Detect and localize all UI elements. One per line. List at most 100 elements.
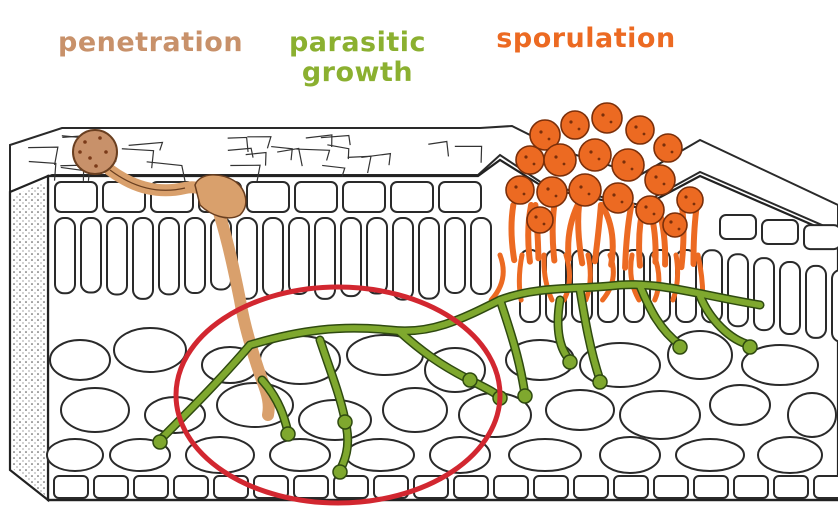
spongy-cell — [758, 437, 822, 473]
lower-epidermis-cell — [54, 476, 88, 498]
haustorium — [743, 340, 757, 354]
sporangium-dot — [643, 133, 646, 136]
sporangium-dot — [569, 120, 572, 123]
lower-epidermis-cell — [454, 476, 488, 498]
sporangium-dot — [563, 163, 566, 166]
sporangium — [636, 196, 664, 224]
lower-epidermis-cell — [774, 476, 808, 498]
palisade-cell — [341, 218, 361, 296]
palisade-cell — [159, 218, 179, 294]
palisade-cell — [393, 218, 413, 300]
sporangium — [537, 177, 567, 207]
sporangium-dot — [578, 128, 581, 131]
label-sporulation: sporulation — [495, 24, 677, 54]
spongy-cell — [600, 437, 660, 473]
sporangium-dot — [523, 193, 526, 196]
lower-epidermis-cell — [94, 476, 128, 498]
lower-epidermis-cell — [814, 476, 838, 498]
palisade-cell — [107, 218, 127, 294]
palisade-cell — [471, 218, 491, 294]
sporangium-dot — [693, 203, 696, 206]
lower-epidermis-cell — [694, 476, 728, 498]
lower-epidermis-cell — [294, 476, 328, 498]
lower-epidermis-cell — [534, 476, 568, 498]
epidermis-cell — [804, 225, 838, 249]
palisade-cell — [832, 270, 838, 342]
haustorium — [563, 355, 577, 369]
palisade-cell — [185, 218, 205, 293]
sporangium — [527, 207, 553, 233]
spongy-cell — [61, 388, 129, 432]
haustorium — [281, 427, 295, 441]
sporangium-dot — [634, 125, 637, 128]
sporangium — [579, 139, 611, 171]
lower-epidermis-cell — [654, 476, 688, 498]
sporangium-dot — [684, 195, 687, 198]
spongy-cell — [383, 388, 447, 432]
palisade-cell — [367, 218, 387, 294]
sporangium-dot — [671, 151, 674, 154]
epidermis-cell — [762, 220, 798, 244]
sporangium — [612, 149, 644, 181]
palisade-cell — [81, 218, 101, 293]
lower-epidermis-cell — [574, 476, 608, 498]
spore-dot — [78, 150, 82, 154]
spore-dot — [104, 150, 108, 154]
sporangium-dot — [589, 150, 592, 153]
sporangium-dot — [631, 168, 634, 171]
haustorium — [673, 340, 687, 354]
palisade-cell — [780, 262, 800, 334]
palisade-cell — [133, 218, 153, 299]
label-parasitic-line2: growth — [285, 58, 430, 88]
spongy-cell — [47, 439, 103, 471]
spongy-cell — [50, 340, 110, 380]
haustorium — [338, 415, 352, 429]
sporangium-dot — [543, 223, 546, 226]
sporangium-dot — [548, 138, 551, 141]
sporangium-dot — [554, 155, 557, 158]
sporangium-dot — [654, 175, 657, 178]
palisade-cell — [419, 218, 439, 299]
lower-epidermis-cell — [134, 476, 168, 498]
spongy-cell — [676, 439, 744, 471]
lower-epidermis-cell — [494, 476, 528, 498]
lower-epidermis-cell — [214, 476, 248, 498]
spongy-cell — [620, 391, 700, 439]
sporangium-dot — [644, 205, 647, 208]
sporangium-dot — [612, 193, 615, 196]
palisade-cell — [55, 218, 75, 293]
palisade-cell — [728, 254, 748, 326]
epidermis-cell — [391, 182, 433, 212]
lower-epidermis-cell — [174, 476, 208, 498]
sporangium-dot — [579, 185, 582, 188]
sporangium-dot — [621, 201, 624, 204]
haustorium — [593, 375, 607, 389]
spongy-cell — [710, 385, 770, 425]
sporangium — [561, 111, 589, 139]
spongy-cell — [270, 439, 330, 471]
sporangium — [654, 134, 682, 162]
sporangium-dot — [588, 193, 591, 196]
epidermis-cell — [247, 182, 289, 212]
spore-dot — [88, 156, 92, 160]
haustorium — [333, 465, 347, 479]
sporangium — [592, 103, 622, 133]
lower-epidermis-cell — [734, 476, 768, 498]
sporangium-dot — [534, 215, 537, 218]
epidermis-cell — [55, 182, 97, 212]
haustorium — [463, 373, 477, 387]
sporangium-dot — [601, 113, 604, 116]
sporangium-dot — [663, 183, 666, 186]
sporangium — [645, 165, 675, 195]
sporangium — [569, 174, 601, 206]
spongy-cell — [299, 400, 371, 440]
sporangium-dot — [514, 185, 517, 188]
sporangium-dot — [533, 163, 536, 166]
sporangium-dot — [662, 143, 665, 146]
spongy-cell — [546, 390, 614, 430]
sporangium — [663, 213, 687, 237]
palisade-cell — [445, 218, 465, 293]
sporangium-dot — [622, 160, 625, 163]
label-penetration: penetration — [58, 28, 238, 58]
leaf-side-stipple — [12, 182, 46, 496]
